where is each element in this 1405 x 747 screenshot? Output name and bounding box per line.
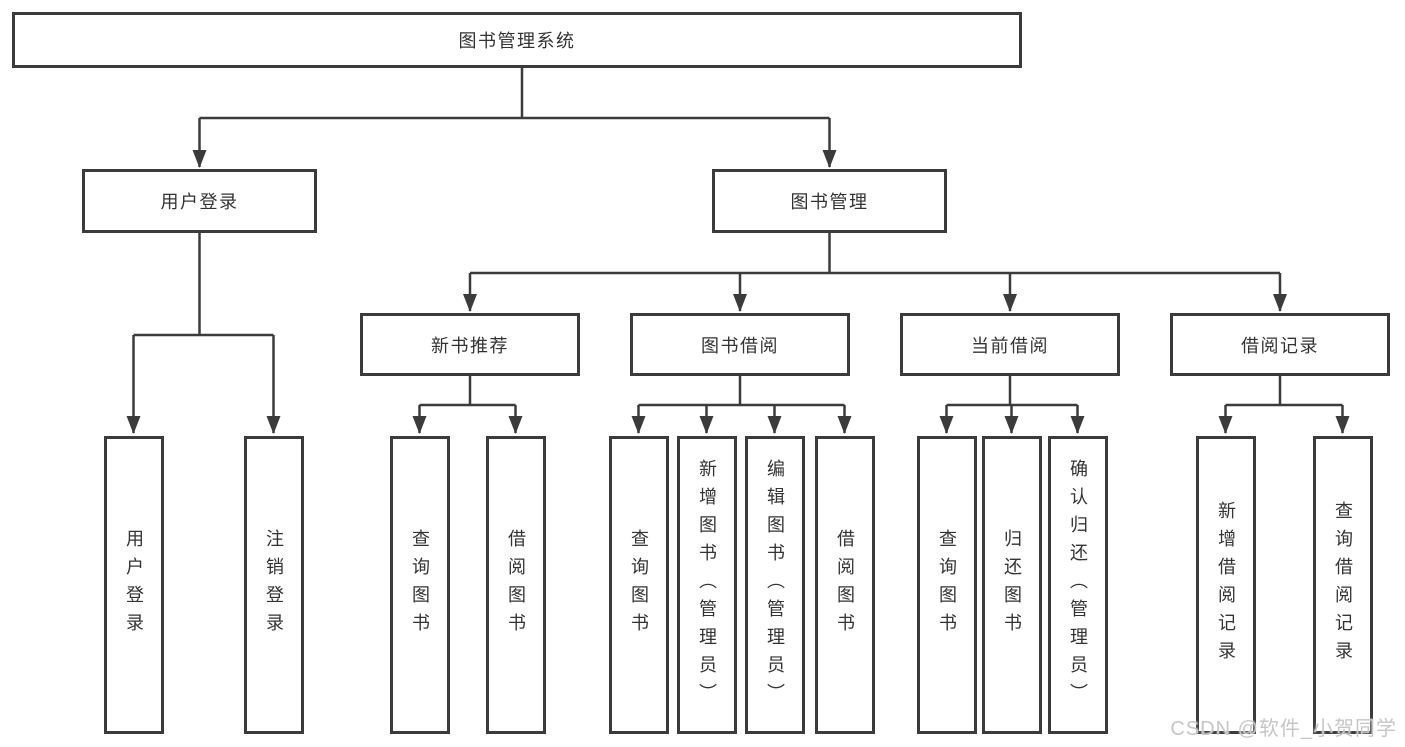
node-new-book-recommendation: 新书推荐 <box>360 313 580 376</box>
leaf-confirm-return-admin: 确认归还（管理员） <box>1048 436 1108 734</box>
leaf-add-book-admin: 新增图书（管理员） <box>677 436 737 734</box>
node-borrowing-records: 借阅记录 <box>1170 313 1390 376</box>
node-current-borrowing: 当前借阅 <box>900 313 1120 376</box>
connector-borrowing-records <box>1218 376 1350 434</box>
node-user-login: 用户登录 <box>82 169 317 233</box>
connector-book-management <box>463 233 1287 312</box>
connector-root <box>192 68 837 168</box>
connector-book-borrowing <box>631 376 852 434</box>
connector-user-login <box>126 233 281 434</box>
leaf-return-books: 归还图书 <box>982 436 1042 734</box>
node-library-management-system: 图书管理系统 <box>12 12 1022 68</box>
leaf-edit-book-admin: 编辑图书（管理员） <box>745 436 805 734</box>
leaf-borrow-books-borrow: 借阅图书 <box>815 436 875 734</box>
connector-new-book-recommendation <box>412 376 523 434</box>
leaf-borrow-books-newbook: 借阅图书 <box>486 436 546 734</box>
leaf-query-books-newbook: 查询图书 <box>390 436 450 734</box>
leaf-user-login: 用户登录 <box>104 436 164 734</box>
leaf-query-books-current: 查询图书 <box>917 436 977 734</box>
node-book-borrowing: 图书借阅 <box>630 313 850 376</box>
leaf-add-borrow-record: 新增借阅记录 <box>1196 436 1256 734</box>
node-book-management: 图书管理 <box>712 169 947 233</box>
leaf-query-borrow-record: 查询借阅记录 <box>1313 436 1373 734</box>
connector-current-borrowing <box>939 376 1085 434</box>
leaf-query-books-borrow: 查询图书 <box>609 436 669 734</box>
leaf-logout: 注销登录 <box>244 436 304 734</box>
watermark-csdn: CSDN @软件_小贺同学 <box>1170 718 1397 740</box>
